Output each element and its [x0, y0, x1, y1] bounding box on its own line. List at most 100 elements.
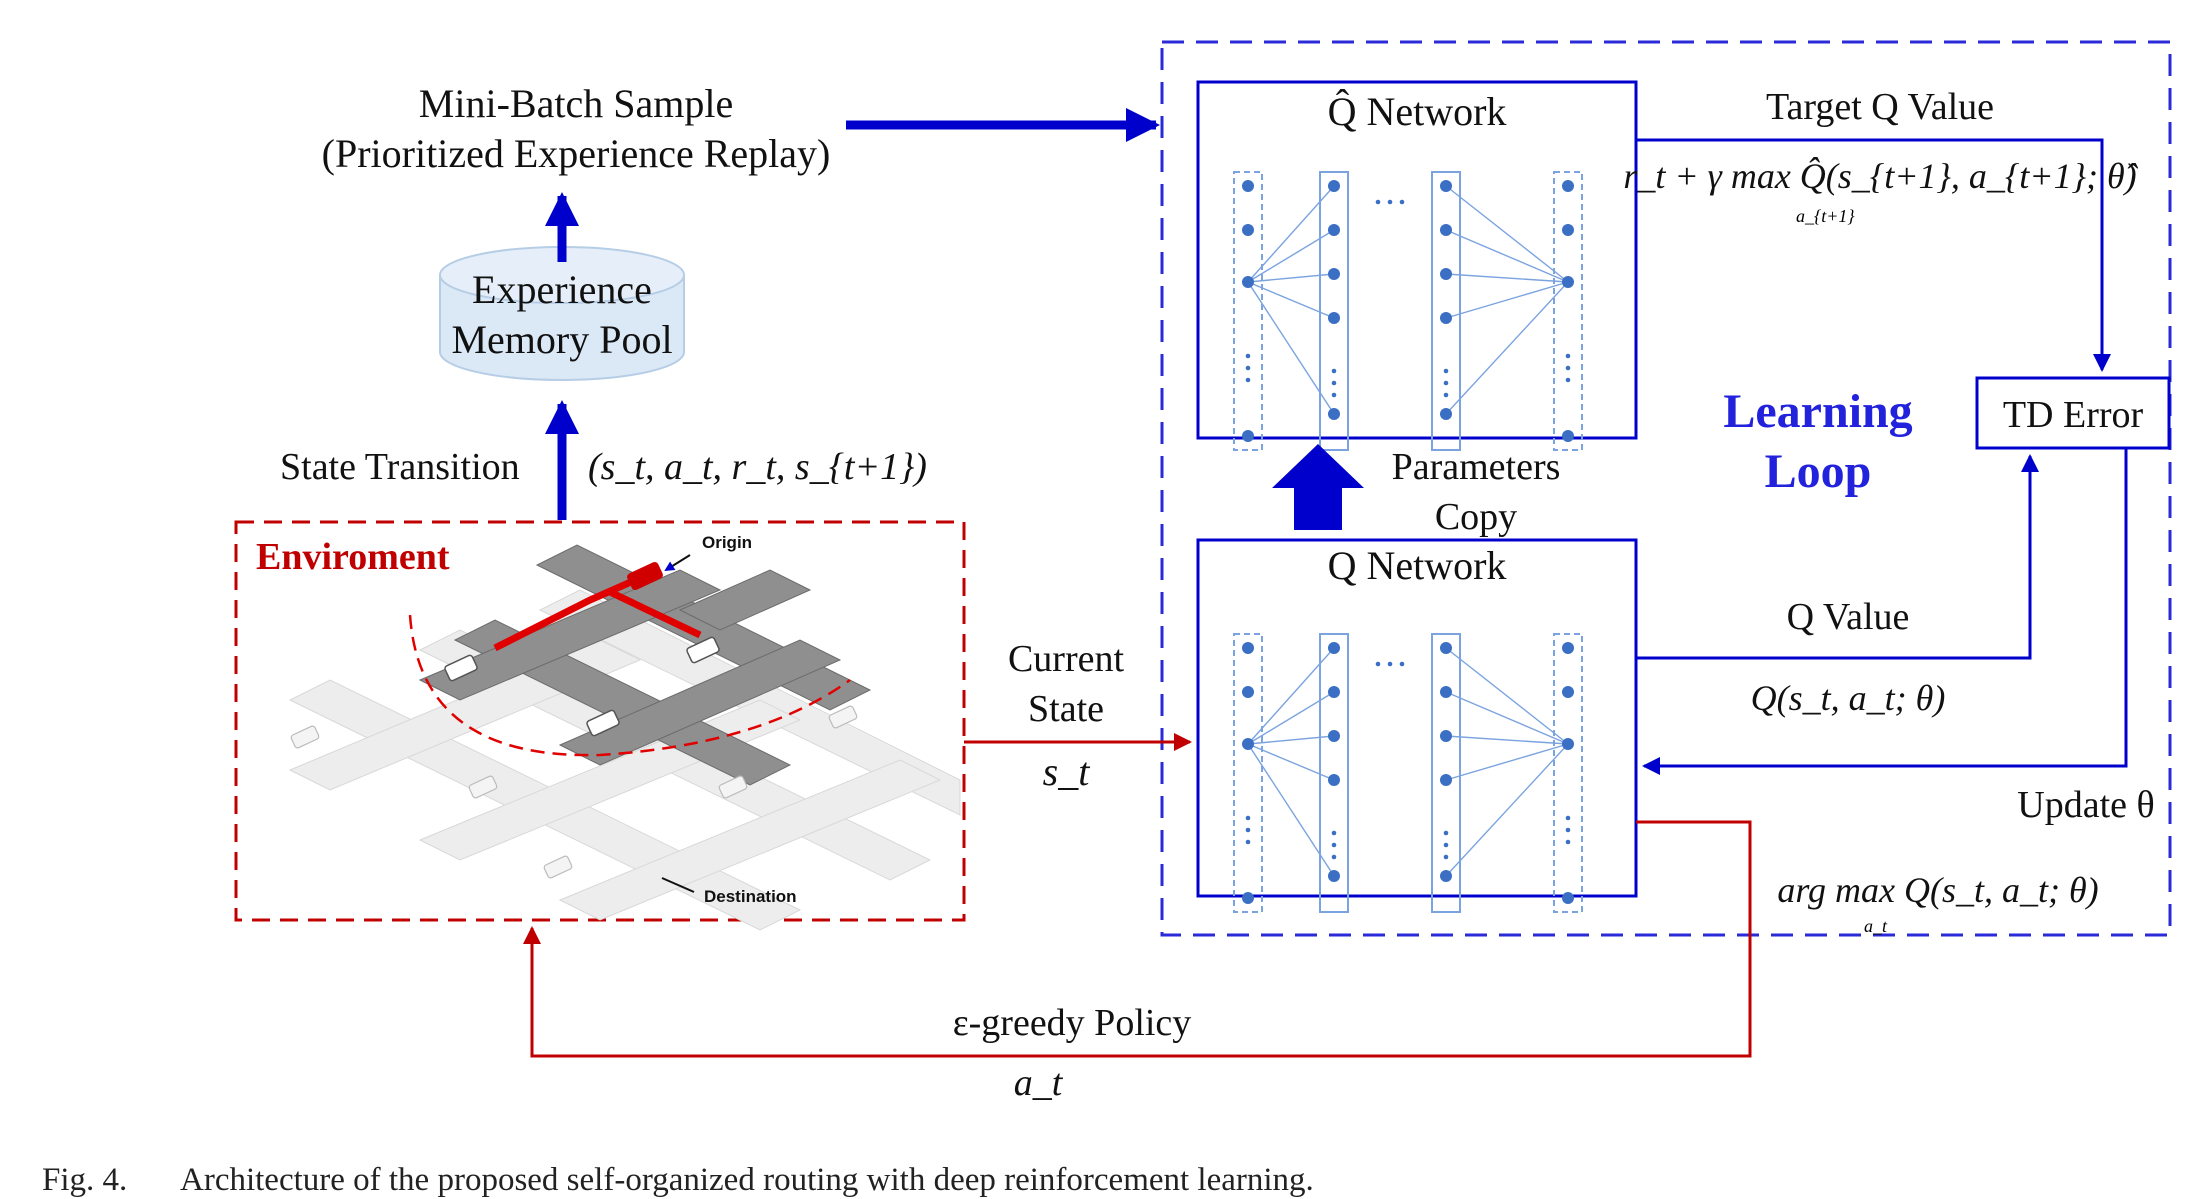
ellipsis-dot	[1331, 830, 1337, 836]
memory-label-line2: Memory Pool	[451, 317, 673, 362]
arrow-qvalue-to-td	[1636, 454, 2039, 660]
connection	[1247, 743, 1335, 781]
ellipsis-dot	[1443, 854, 1449, 860]
neuron	[1242, 686, 1254, 698]
figure-caption-text: Architecture of the proposed self-organi…	[180, 1162, 1314, 1198]
neuron	[1562, 276, 1574, 288]
ellipsis-dot	[1331, 842, 1337, 848]
q-network-title: Q Network	[1327, 543, 1507, 588]
ellipsis-dot	[1387, 199, 1393, 205]
memory-pool-cylinder	[439, 246, 685, 381]
argmax-formula: arg max Q(s_t, a_t; θ)	[1777, 870, 2099, 910]
ellipsis-dot	[1375, 661, 1381, 667]
update-theta-label: Update θ	[2017, 784, 2155, 826]
connection	[1247, 647, 1335, 745]
origin-label: Origin	[702, 533, 753, 552]
td-error-box	[1975, 376, 2171, 450]
neuron	[1328, 642, 1340, 654]
ellipsis-dot	[1245, 377, 1251, 383]
neuron	[1440, 642, 1452, 654]
destination-label: Destination	[704, 887, 797, 906]
ellipsis-dot	[1565, 353, 1571, 359]
memory-label-line1: Experience	[472, 267, 652, 312]
ellipsis-dot	[1331, 380, 1337, 386]
connection	[1445, 281, 1569, 415]
neuron	[1440, 312, 1452, 324]
neuron	[1562, 180, 1574, 192]
neuron	[1242, 738, 1254, 750]
neuron	[1440, 408, 1452, 420]
td-error-label: TD Error	[2002, 394, 2144, 436]
ellipsis-dot	[1443, 368, 1449, 374]
ellipsis-dot	[1443, 380, 1449, 386]
current-state-symbol: s_t	[1042, 749, 1090, 794]
connection	[1247, 229, 1335, 283]
neuron	[1242, 430, 1254, 442]
connection	[1247, 273, 1335, 283]
neuron	[1328, 180, 1340, 192]
ellipsis-dot	[1387, 661, 1393, 667]
layer-frame	[1553, 633, 1583, 913]
connection	[1445, 743, 1569, 877]
target-q-formula: r_t + γ max Q̂(s_{t+1}, a_{t+1}; θ̂)	[1623, 156, 2137, 196]
params-copy-line1: Parameters	[1391, 446, 1561, 488]
neuron	[1242, 276, 1254, 288]
q-network-box	[1196, 538, 1638, 898]
replay-label-line2: (Prioritized Experience Replay)	[321, 131, 831, 176]
neuron	[1242, 180, 1254, 192]
neuron	[1440, 180, 1452, 192]
road-network-illustration	[288, 544, 961, 931]
arrow-policy-to-env	[523, 820, 1752, 1058]
layer-frame	[1553, 171, 1583, 451]
ellipsis-dot	[1245, 815, 1251, 821]
layer-frame	[1431, 171, 1461, 451]
neuron	[1242, 642, 1254, 654]
learning-loop-line1: Learning	[1723, 385, 1913, 438]
ellipsis-dot	[1245, 353, 1251, 359]
connection	[1445, 273, 1569, 283]
q-value-formula: Q(s_t, a_t; θ)	[1750, 678, 1946, 718]
connection	[1445, 647, 1569, 745]
target-q-under: a_{t+1}	[1796, 206, 1855, 226]
connection	[1445, 229, 1569, 283]
neuron	[1328, 686, 1340, 698]
ellipsis-dot	[1399, 661, 1405, 667]
figure-caption-label: Fig. 4.	[42, 1162, 128, 1198]
ellipsis-dot	[1331, 392, 1337, 398]
ellipsis-dot	[1443, 392, 1449, 398]
neuron	[1440, 224, 1452, 236]
ellipsis-dot	[1375, 199, 1381, 205]
neuron	[1440, 870, 1452, 882]
ellipsis-dot	[1245, 365, 1251, 371]
ellipsis-dot	[1565, 815, 1571, 821]
layer-frame	[1319, 171, 1349, 451]
neuron	[1242, 892, 1254, 904]
transition-tuple: (s_t, a_t, r_t, s_{t+1})	[588, 446, 927, 488]
ellipsis-dot	[1245, 839, 1251, 845]
neuron	[1328, 312, 1340, 324]
policy-label: ε-greedy Policy	[952, 1002, 1192, 1044]
connection	[1445, 691, 1569, 745]
target-q-label: Target Q Value	[1765, 86, 1995, 128]
connection	[1445, 185, 1569, 283]
ellipsis-dot	[1399, 199, 1405, 205]
transition-label: State Transition	[280, 446, 520, 488]
ellipsis-dot	[1331, 368, 1337, 374]
neuron	[1562, 430, 1574, 442]
argmax-under: a_t	[1864, 916, 1888, 936]
connection	[1247, 735, 1335, 745]
ellipsis-dot	[1245, 827, 1251, 833]
target-network-graph	[1233, 171, 1583, 451]
params-copy-line2: Copy	[1434, 496, 1518, 538]
neuron	[1562, 738, 1574, 750]
q-value-label: Q Value	[1786, 596, 1910, 638]
replay-label-line1: Mini-Batch Sample	[418, 81, 734, 126]
connection	[1247, 281, 1335, 319]
neuron	[1562, 224, 1574, 236]
arrow-update-to-qnet	[1642, 448, 2128, 775]
ellipsis-dot	[1565, 377, 1571, 383]
q-network-graph	[1233, 633, 1583, 913]
neuron	[1562, 892, 1574, 904]
neuron	[1562, 686, 1574, 698]
